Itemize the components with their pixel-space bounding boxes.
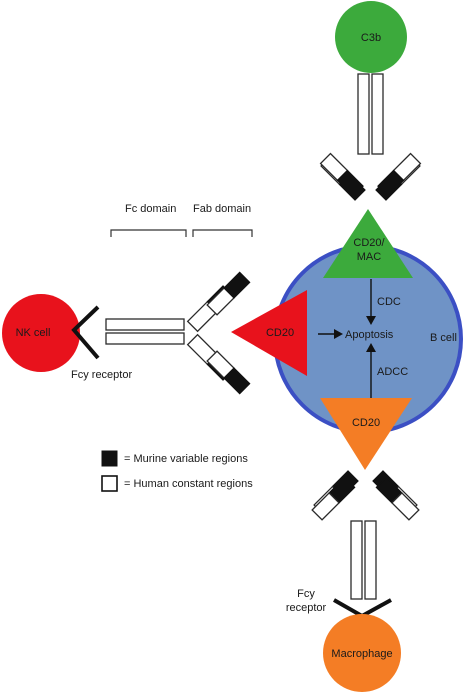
fcy-receptor-bottom-label-line1: Fcy — [297, 588, 315, 600]
b-cell-label: B cell — [430, 332, 457, 344]
legend-murine-label: = Murine variable regions — [124, 453, 248, 465]
cd20-bottom-label: CD20 — [352, 417, 380, 429]
cd20-bottom-triangle — [320, 398, 412, 470]
cd20-mac-label-line1: CD20/ — [353, 237, 385, 249]
arrow-cdc — [366, 279, 376, 325]
fc-domain-label: Fc domain — [125, 203, 176, 215]
arrow-cd20-apoptosis — [318, 329, 343, 339]
macrophage-circle — [323, 614, 401, 692]
antibody-bottom — [311, 470, 420, 600]
antibody-top — [319, 73, 422, 201]
fcy-receptor-left — [71, 305, 100, 360]
fcy-receptor-bottom-label-line2: receptor — [286, 602, 327, 614]
c3b-circle — [335, 1, 407, 73]
fcy-receptor-bottom — [333, 598, 392, 619]
legend: = Murine variable regions = Human consta… — [101, 450, 253, 492]
fab-domain-bracket — [192, 229, 253, 237]
nk-cell — [2, 294, 80, 372]
adcc-label: ADCC — [377, 366, 408, 378]
cd20-left-label: CD20 — [266, 327, 294, 339]
cdc-label: CDC — [377, 296, 401, 308]
legend-human-swatch — [101, 475, 118, 492]
apoptosis-label: Apoptosis — [345, 329, 394, 341]
cd20-left-triangle — [231, 290, 307, 376]
arrow-adcc — [366, 343, 376, 398]
fcy-receptor-left-label: Fcy receptor — [71, 369, 132, 381]
antibody-left — [105, 271, 251, 395]
fc-domain-bracket — [110, 229, 187, 237]
macrophage-label: Macrophage — [331, 648, 392, 660]
c3b-label: C3b — [361, 32, 381, 44]
cd20-mac-triangle — [323, 209, 413, 278]
legend-human-label: = Human constant regions — [124, 478, 253, 490]
fab-domain-label: Fab domain — [193, 203, 251, 215]
cd20-mac-label-line2: MAC — [357, 251, 382, 263]
nk-cell-label: NK cell — [16, 327, 51, 339]
legend-murine-swatch — [101, 450, 118, 467]
